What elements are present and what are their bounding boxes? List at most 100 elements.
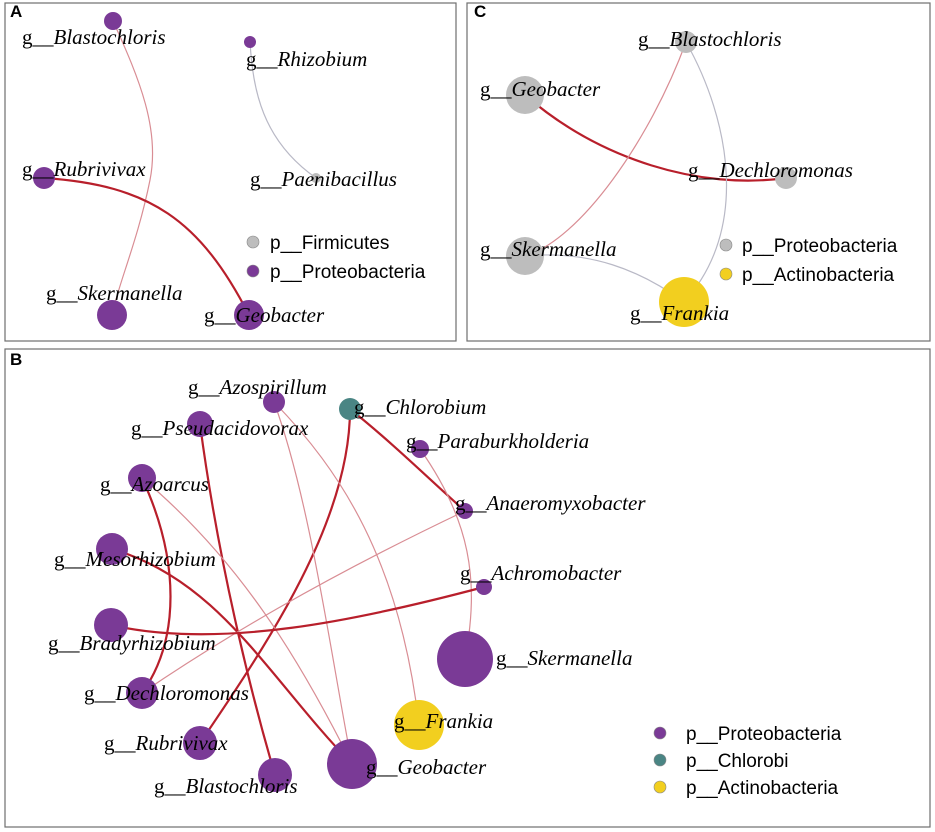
label-genus: Rhizobium <box>277 47 368 71</box>
panel-b-node-chlorobium <box>339 398 361 420</box>
panel-b-legend-label-chlorobi: p__Chlorobi <box>686 751 788 772</box>
panel-a-edge-rhizobium-paenibacillus <box>249 41 317 179</box>
panel-b-node-bradyrhizobium <box>94 608 128 642</box>
label-prefix: g__ <box>638 27 670 51</box>
label-prefix: g__ <box>22 157 54 181</box>
label-prefix: g__ <box>154 774 186 798</box>
panel-a-letter: A <box>10 2 22 21</box>
panel-b-legend-dot-proteobacteria <box>653 726 667 740</box>
label-genus: Frankia <box>425 709 494 733</box>
panel-b-edge-pseudacidovorax-blastochloris <box>198 423 277 776</box>
panel-b-label-mesorhizobium: g__Mesorhizobium <box>54 547 216 571</box>
panel-a-label-rubrivivax: g__Rubrivivax <box>22 157 146 181</box>
label-prefix: g__ <box>46 281 78 305</box>
label-genus: Geobacter <box>236 303 325 327</box>
label-genus: Chlorobium <box>386 395 487 419</box>
panel-b-label-geobacter: g__Geobacter <box>366 755 487 779</box>
panel-b-node-pseudacidovorax <box>187 411 213 437</box>
label-prefix: g__ <box>204 303 236 327</box>
panel-b-label-dechloromonas: g__Dechloromonas <box>84 681 249 705</box>
label-genus: Paraburkholderia <box>437 429 590 453</box>
panel-c-label-frankia: g__Frankia <box>630 301 729 325</box>
panel-c-legend-label-actinobacteria: p__Actinobacteria <box>742 265 895 286</box>
label-prefix: g__ <box>455 491 487 515</box>
label-prefix: g__ <box>84 681 116 705</box>
panel-b-legend-label-proteobacteria: p__Proteobacteria <box>686 724 842 745</box>
panel-c-edge-blastochloris-frankia <box>683 41 728 303</box>
label-prefix: g__ <box>131 416 163 440</box>
panel-a-node-rhizobium <box>244 36 256 48</box>
panel-a-label-blastochloris: g__Blastochloris <box>22 25 166 49</box>
panel-a-legend-label-proteobacteria: p__Proteobacteria <box>270 262 426 283</box>
label-prefix: g__ <box>366 755 398 779</box>
label-prefix: g__ <box>246 47 278 71</box>
network-edges <box>43 20 787 776</box>
panel-c-legend-dot-actinobacteria <box>719 267 733 281</box>
label-genus: Dechloromonas <box>115 681 249 705</box>
panel-b-label-pseudacidovorax: g__Pseudacidovorax <box>131 416 309 440</box>
panel-a-label-rhizobium: g__Rhizobium <box>246 47 367 71</box>
panel-c-label-geobacter: g__Geobacter <box>480 77 601 101</box>
label-genus: Skermanella <box>78 281 183 305</box>
label-prefix: g__ <box>460 561 492 585</box>
panel-c-frame <box>466 2 931 342</box>
label-genus: Paenibacillus <box>281 167 397 191</box>
panel-c-node-blastochloris <box>675 31 697 53</box>
label-prefix: g__ <box>630 301 662 325</box>
panel-b-node-anaeromyxobacter <box>457 503 473 519</box>
panel-b-edge-mesorhizobium-geobacter <box>111 547 353 765</box>
panel-a-edge-blastochloris-skermanella <box>111 20 154 316</box>
panel-c-node-geobacter <box>506 76 544 114</box>
label-prefix: g__ <box>480 77 512 101</box>
panel-a-label-paenibacillus: g__Paenibacillus <box>250 167 397 191</box>
label-genus: Pseudacidovorax <box>162 416 309 440</box>
panel-b-node-geobacter <box>327 739 377 789</box>
panel-b-node-blastochloris <box>258 758 292 792</box>
panel-b-frame <box>4 348 931 828</box>
panel-c-edge-geobacter-dechloromonas <box>524 94 787 182</box>
panel-a-label-geobacter: g__Geobacter <box>204 303 325 327</box>
panel-b-label-skermanella: g__Skermanella <box>496 646 632 670</box>
panel-b-label-bradyrhizobium: g__Bradyrhizobium <box>48 631 216 655</box>
panel-b-label-chlorobium: g__Chlorobium <box>354 395 486 419</box>
label-prefix: g__ <box>354 395 386 419</box>
label-genus: Frankia <box>661 301 730 325</box>
label-genus: Blastochloris <box>186 774 298 798</box>
network-nodes <box>33 12 797 792</box>
node-labels: Ag__Blastochlorisg__Rhizobiumg__Rubriviv… <box>10 2 853 798</box>
panel-b-node-rubrivivax <box>183 726 217 760</box>
label-prefix: g__ <box>250 167 282 191</box>
label-genus: Skermanella <box>512 237 617 261</box>
panel-b-edge-chlorobium-rubrivivax <box>199 408 352 744</box>
panel-b-label-azoarcus: g__Azoarcus <box>100 472 209 496</box>
panel-b-label-rubrivivax: g__Rubrivivax <box>104 731 228 755</box>
legends: p__Firmicutesp__Proteobacteriap__Proteob… <box>246 233 898 799</box>
panel-b-label-azospirillum: g__Azospirillum <box>188 375 327 399</box>
label-genus: Azoarcus <box>130 472 209 496</box>
panel-b-edge-azoarcus-dechloromonas <box>141 477 172 694</box>
panel-c-label-blastochloris: g__Blastochloris <box>638 27 782 51</box>
panel-b-node-achromobacter <box>476 579 492 595</box>
panel-b-node-azospirillum <box>263 391 285 413</box>
label-prefix: g__ <box>188 375 220 399</box>
label-genus: Bradyrhizobium <box>80 631 216 655</box>
label-prefix: g__ <box>394 709 426 733</box>
panel-c-label-skermanella: g__Skermanella <box>480 237 616 261</box>
panel-a-node-geobacter <box>234 300 264 330</box>
panel-a-legend-dot-firmicutes <box>246 235 260 249</box>
panel-a-node-skermanella <box>97 300 127 330</box>
panel-b-node-skermanella <box>437 631 493 687</box>
label-prefix: g__ <box>480 237 512 261</box>
label-prefix: g__ <box>688 158 720 182</box>
panel-b-edge-azospirillum-geobacter <box>273 401 353 765</box>
label-genus: Dechloromonas <box>719 158 853 182</box>
panel-b-edge-azospirillum-frankia <box>273 401 420 726</box>
label-genus: Azospirillum <box>218 375 327 399</box>
panel-frames <box>4 2 931 828</box>
label-prefix: g__ <box>100 472 132 496</box>
label-prefix: g__ <box>104 731 136 755</box>
panel-b-node-azoarcus <box>128 464 156 492</box>
label-genus: Geobacter <box>512 77 601 101</box>
label-genus: Anaeromyxobacter <box>485 491 647 515</box>
